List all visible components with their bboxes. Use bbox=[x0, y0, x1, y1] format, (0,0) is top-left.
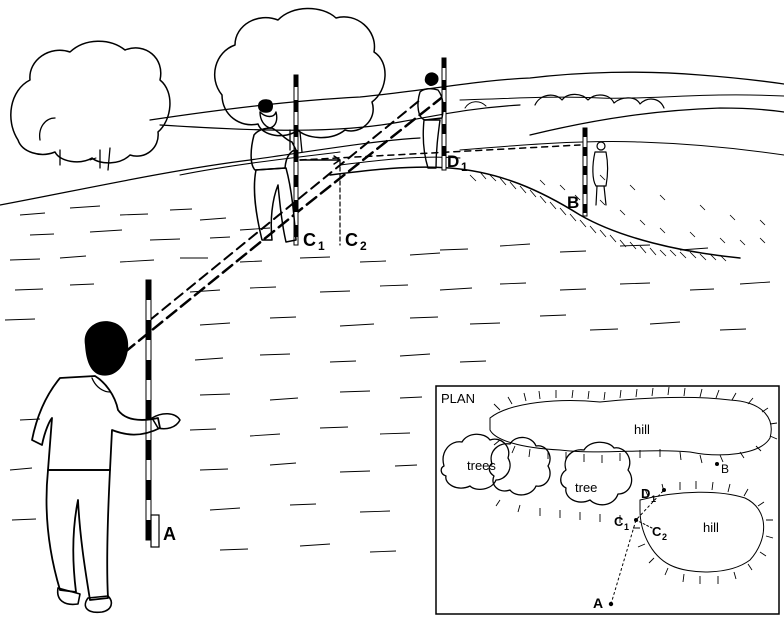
plan-label-d1: D bbox=[641, 486, 650, 501]
sight-line-a-d1 bbox=[123, 93, 447, 354]
surveyor-c1 bbox=[250, 99, 297, 243]
label-point-a: A bbox=[163, 524, 176, 544]
plan-title: PLAN bbox=[441, 391, 475, 406]
surveyor-foreground bbox=[31, 321, 181, 614]
plan-frame bbox=[435, 385, 780, 615]
ground-texture bbox=[4, 205, 771, 553]
c-offset-arrow bbox=[299, 155, 341, 165]
surveyor-d1 bbox=[417, 72, 444, 169]
background-landscape bbox=[0, 71, 784, 259]
plan-label-a: A bbox=[593, 595, 603, 611]
plan-point-c1 bbox=[634, 518, 638, 522]
plan-label-c2: C bbox=[652, 524, 662, 539]
plan-point-b bbox=[715, 462, 719, 466]
plan-point-d1 bbox=[662, 488, 666, 492]
sight-line-c-b bbox=[299, 144, 581, 161]
plan-label-c1: C bbox=[614, 514, 624, 529]
label-point-c1-sub: 1 bbox=[318, 239, 325, 253]
label-point-c2-sub: 2 bbox=[360, 239, 367, 253]
plan-inset: PLAN hill B trees tree hill A C 1 C bbox=[435, 385, 780, 615]
plan-label-hill-top: hill bbox=[634, 422, 650, 437]
plan-label-b: B bbox=[721, 462, 729, 476]
label-point-b: B bbox=[567, 193, 579, 212]
plan-tree-3 bbox=[560, 441, 633, 506]
sight-lines bbox=[123, 93, 581, 354]
plan-label-c1-sub: 1 bbox=[624, 522, 629, 532]
plan-label-hill-bottom: hill bbox=[703, 520, 719, 535]
ranging-pole-b bbox=[582, 127, 588, 217]
trees-left bbox=[10, 40, 171, 171]
plan-sight-line bbox=[610, 489, 665, 605]
plan-tree-2 bbox=[488, 436, 551, 496]
plan-hill-bottom bbox=[639, 491, 765, 573]
tree-center bbox=[213, 7, 386, 153]
plan-label-tree: tree bbox=[575, 480, 597, 495]
plan-point-a bbox=[608, 601, 614, 607]
plan-label-d1-sub: 1 bbox=[651, 494, 656, 504]
plan-label-c2-sub: 2 bbox=[662, 532, 667, 542]
label-point-c1: C bbox=[303, 230, 316, 250]
scene-labels: A B C 1 C 2 D 1 bbox=[163, 152, 579, 544]
label-point-d1-sub: 1 bbox=[461, 160, 468, 174]
label-point-d1: D bbox=[447, 152, 459, 171]
plan-tree-1 bbox=[440, 433, 511, 491]
plan-label-trees: trees bbox=[467, 458, 496, 473]
hill-hatching bbox=[469, 171, 766, 262]
label-point-c2: C bbox=[345, 230, 358, 250]
ranging-pole-a bbox=[145, 279, 160, 548]
plan-offset-line bbox=[635, 519, 653, 529]
person-b bbox=[592, 141, 609, 206]
plan-hill-top bbox=[489, 396, 772, 456]
sight-line-a-c1 bbox=[149, 99, 421, 321]
